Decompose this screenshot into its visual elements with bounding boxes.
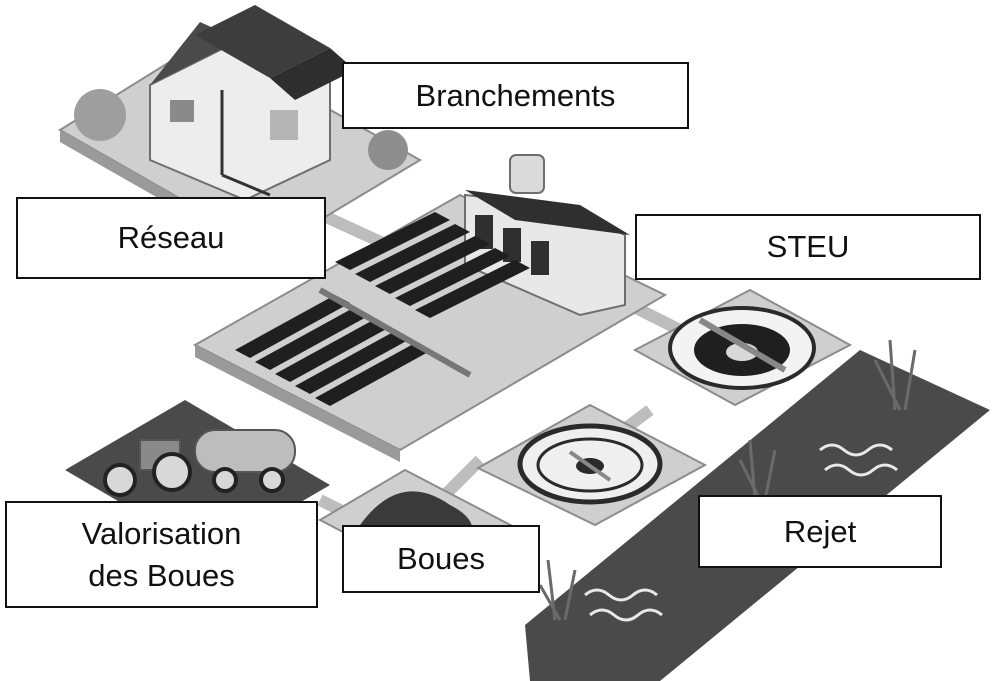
clarifier-tank-illustration (632, 288, 853, 407)
steu-label: STEU (635, 214, 981, 280)
branchements-text: Branchements (415, 77, 616, 113)
valorisation-text-line1: Valorisation (81, 515, 242, 551)
steu-text: STEU (766, 229, 850, 265)
treatment-plant-illustration (192, 154, 668, 462)
rejet-label: Rejet (698, 495, 942, 568)
reseau-text: Réseau (117, 220, 225, 256)
boues-text: Boues (397, 541, 485, 577)
house-connections-illustration (58, 5, 422, 262)
valorisation-des-boues-label: Valorisation des Boues (5, 501, 318, 608)
rejet-text: Rejet (783, 513, 857, 549)
boues-label: Boues (342, 525, 540, 593)
branchements-label: Branchements (342, 62, 689, 129)
valorisation-text-line2: des Boues (88, 557, 235, 593)
reseau-label: Réseau (16, 197, 326, 279)
sludge-thickener-illustration (475, 403, 708, 527)
